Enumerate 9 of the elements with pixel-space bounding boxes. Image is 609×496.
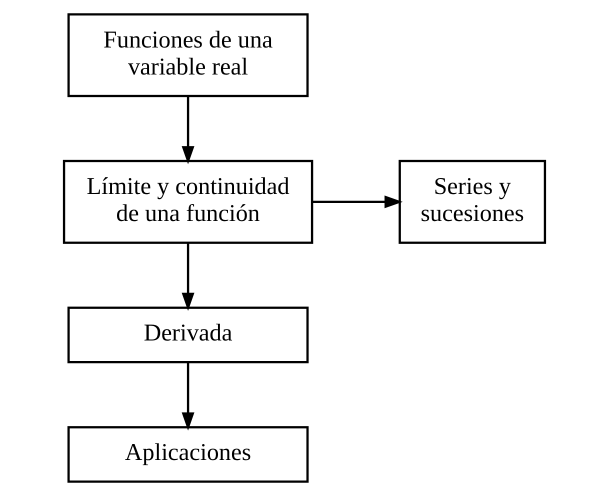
arrow bbox=[182, 243, 194, 311]
arrow bbox=[182, 362, 194, 431]
node-box: Límite y continuidad de una función bbox=[62, 160, 314, 244]
arrow bbox=[312, 196, 403, 208]
arrow bbox=[182, 96, 194, 164]
node-box: Aplicaciones bbox=[67, 426, 309, 483]
node-box: Funciones de una variable real bbox=[67, 13, 309, 98]
node-box: Series y sucesiones bbox=[398, 160, 546, 244]
node-box: Derivada bbox=[67, 306, 309, 364]
